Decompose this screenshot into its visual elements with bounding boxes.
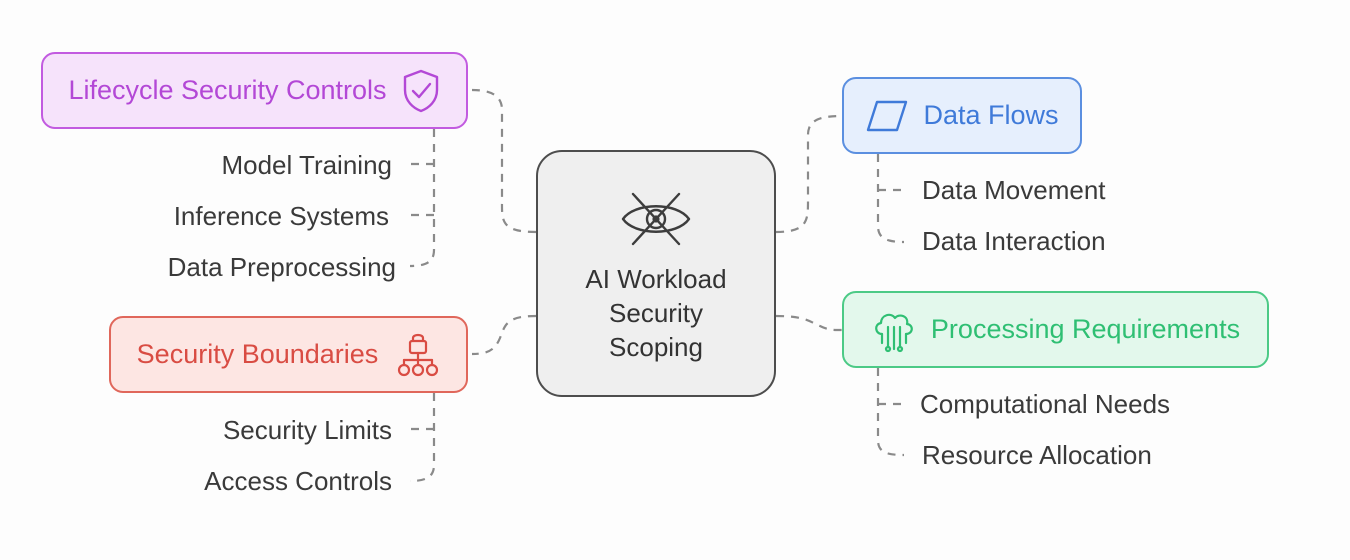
connector-lifecycle-children (409, 129, 436, 268)
branch-title: Security Boundaries (136, 339, 379, 369)
center-node: AI Workload Security Scoping (536, 150, 776, 397)
connector-boundaries-children (409, 393, 436, 483)
branch-lifecycle-security-controls: Lifecycle Security Controls (41, 52, 468, 129)
leaf-resource-allocation: Resource Allocation (922, 440, 1152, 470)
connector-center-boundaries (471, 314, 537, 356)
network-lock-icon (396, 332, 440, 378)
connector-dataflows-children (876, 154, 905, 244)
eye-crossed-icon (621, 192, 691, 246)
cloud-circuit-icon (871, 307, 917, 353)
leaf-security-limits: Security Limits (222, 415, 392, 445)
leaf-data-preprocessing: Data Preprocessing (167, 252, 396, 282)
leaf-inference-systems: Inference Systems (173, 201, 389, 231)
connector-center-processing (775, 314, 843, 332)
branch-processing-requirements: Processing Requirements (842, 291, 1269, 368)
connector-center-lifecycle (471, 88, 537, 234)
center-title: AI Workload Security Scoping (585, 264, 727, 362)
branch-title: Lifecycle Security Controls (68, 75, 387, 105)
branch-title: Processing Requirements (930, 314, 1241, 344)
connector-processing-children (876, 368, 905, 457)
branch-title: Data Flows (923, 100, 1059, 130)
leaf-model-training: Model Training (221, 150, 392, 180)
leaf-access-controls: Access Controls (204, 466, 392, 496)
leaf-data-movement: Data Movement (922, 175, 1106, 205)
branch-data-flows: Data Flows (842, 77, 1082, 154)
shield-check-icon (401, 68, 441, 114)
connector-center-dataflows (775, 114, 843, 234)
leaf-computational-needs: Computational Needs (920, 389, 1171, 419)
leaf-data-interaction: Data Interaction (922, 226, 1106, 256)
parallelogram-icon (865, 99, 909, 133)
branch-security-boundaries: Security Boundaries (109, 316, 468, 393)
